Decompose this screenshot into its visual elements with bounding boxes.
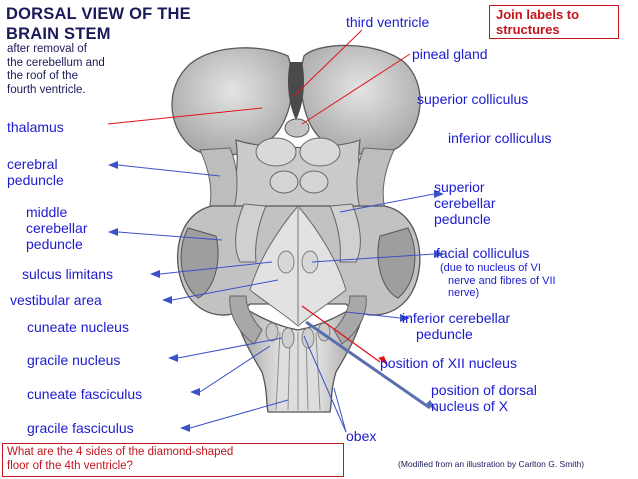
third-ventricle-shape: [288, 62, 304, 120]
label-scp-line-3: peduncle: [434, 211, 491, 227]
right-superior-colliculus: [299, 137, 341, 167]
facial-colliculus-note: (due to nucleus of VI nerve and fibres o…: [440, 262, 630, 300]
illustration-credit: (Modified from an illustration by Carlto…: [398, 459, 585, 469]
diagram-title: DORSAL VIEW OF THE BRAIN STEM: [6, 4, 191, 44]
label-gracile-nucleus: gracile nucleus: [27, 352, 121, 368]
label-inferior-cerebellar-peduncle: inferior cerebellar peduncle: [402, 310, 510, 342]
left-middle-cerebellar-peduncle-cut: [180, 227, 219, 299]
right-middle-cerebellar-peduncle-cut: [377, 227, 416, 299]
pointer-arrowheads: [108, 161, 444, 432]
label-cuneate-fasciculus: cuneate fasciculus: [27, 386, 143, 402]
question-line-2: floor of the 4th ventricle?: [7, 459, 133, 472]
left-cuneate-tubercle: [265, 322, 279, 342]
subtitle-line-4: fourth ventricle.: [7, 83, 86, 96]
label-position-xii-nucleus: position of XII nucleus: [380, 355, 517, 371]
title-line-2: BRAIN STEM: [6, 25, 111, 43]
label-sulcus-limitans: sulcus limitans: [22, 266, 114, 282]
label-cerebral-peduncle-line-2: peduncle: [7, 172, 64, 188]
label-mcp-line-1: middle: [26, 204, 68, 220]
label-gracile-fasciculus: gracile fasciculus: [27, 420, 134, 436]
left-facial-colliculus-shape: [277, 250, 295, 274]
question-box: What are the 4 sides of the diamond-shap…: [2, 443, 344, 477]
left-gracile-tubercle: [281, 327, 295, 349]
right-inferior-cerebellar-peduncle-shape: [333, 295, 367, 345]
label-third-ventricle: third ventricle: [346, 14, 430, 30]
right-gracile-tubercle: [301, 327, 315, 349]
label-dnx-line-1: position of dorsal: [431, 382, 537, 398]
right-thalamus-shape: [300, 44, 421, 156]
subtitle-line-1: after removal of: [7, 43, 87, 55]
fasciculi-lines: [275, 331, 321, 411]
instruction-line-2: structures: [496, 21, 560, 37]
instruction-line-1: Join labels to: [496, 7, 580, 22]
right-inferior-colliculus: [299, 170, 329, 194]
left-inferior-cerebellar-peduncle-shape: [229, 295, 263, 345]
label-superior-colliculus: superior colliculus: [417, 91, 529, 107]
label-middle-cerebellar-peduncle: middle cerebellar peduncle: [26, 204, 87, 252]
label-mcp-line-2: cerebellar: [26, 220, 88, 236]
diagram-subtitle: after removal of the cerebellum and the …: [7, 43, 167, 97]
note-line-1: (due to nucleus of VI: [440, 262, 541, 274]
label-scp-line-1: superior: [434, 179, 485, 195]
label-inferior-colliculus: inferior colliculus: [448, 130, 552, 146]
label-vestibular-area: vestibular area: [10, 292, 102, 308]
label-facial-colliculus: facial colliculus: [436, 245, 530, 261]
title-line-1: DORSAL VIEW OF THE: [6, 5, 191, 23]
label-cerebral-peduncle-line-1: cerebral: [7, 156, 58, 172]
subtitle-line-3: the roof of the: [7, 70, 78, 82]
label-icp-line-1: inferior cerebellar: [402, 310, 511, 326]
label-cerebral-peduncle: cerebral peduncle: [7, 156, 64, 188]
label-superior-cerebellar-peduncle: superior cerebellar peduncle: [434, 179, 495, 227]
note-line-2: nerve and fibres of VII: [448, 274, 556, 287]
label-scp-line-2: cerebellar: [434, 195, 496, 211]
question-line-1: What are the 4 sides of the diamond-shap…: [7, 446, 234, 458]
label-icp-line-2: peduncle: [416, 326, 473, 342]
left-thalamus-shape: [171, 47, 294, 157]
midbrain-shape: [218, 139, 378, 213]
subtitle-line-2: the cerebellum and: [7, 56, 105, 69]
pointer-lines: [107, 29, 435, 433]
label-pineal-gland: pineal gland: [412, 46, 488, 62]
note-line-3: nerve): [448, 287, 480, 299]
label-mcp-line-3: peduncle: [26, 236, 83, 252]
label-dnx-line-2: nucleus of X: [431, 398, 509, 414]
left-inferior-colliculus: [269, 170, 299, 194]
left-superior-cerebellar-peduncle-shape: [235, 203, 267, 263]
instruction-box: Join labels to structures: [489, 5, 619, 39]
label-obex: obex: [346, 428, 377, 444]
label-position-dorsal-nucleus-x: position of dorsal nucleus of X: [431, 382, 537, 414]
left-superior-colliculus: [255, 137, 297, 167]
right-superior-cerebellar-peduncle-shape: [329, 203, 361, 263]
label-cuneate-nucleus: cuneate nucleus: [27, 319, 129, 335]
label-thalamus: thalamus: [7, 119, 64, 135]
